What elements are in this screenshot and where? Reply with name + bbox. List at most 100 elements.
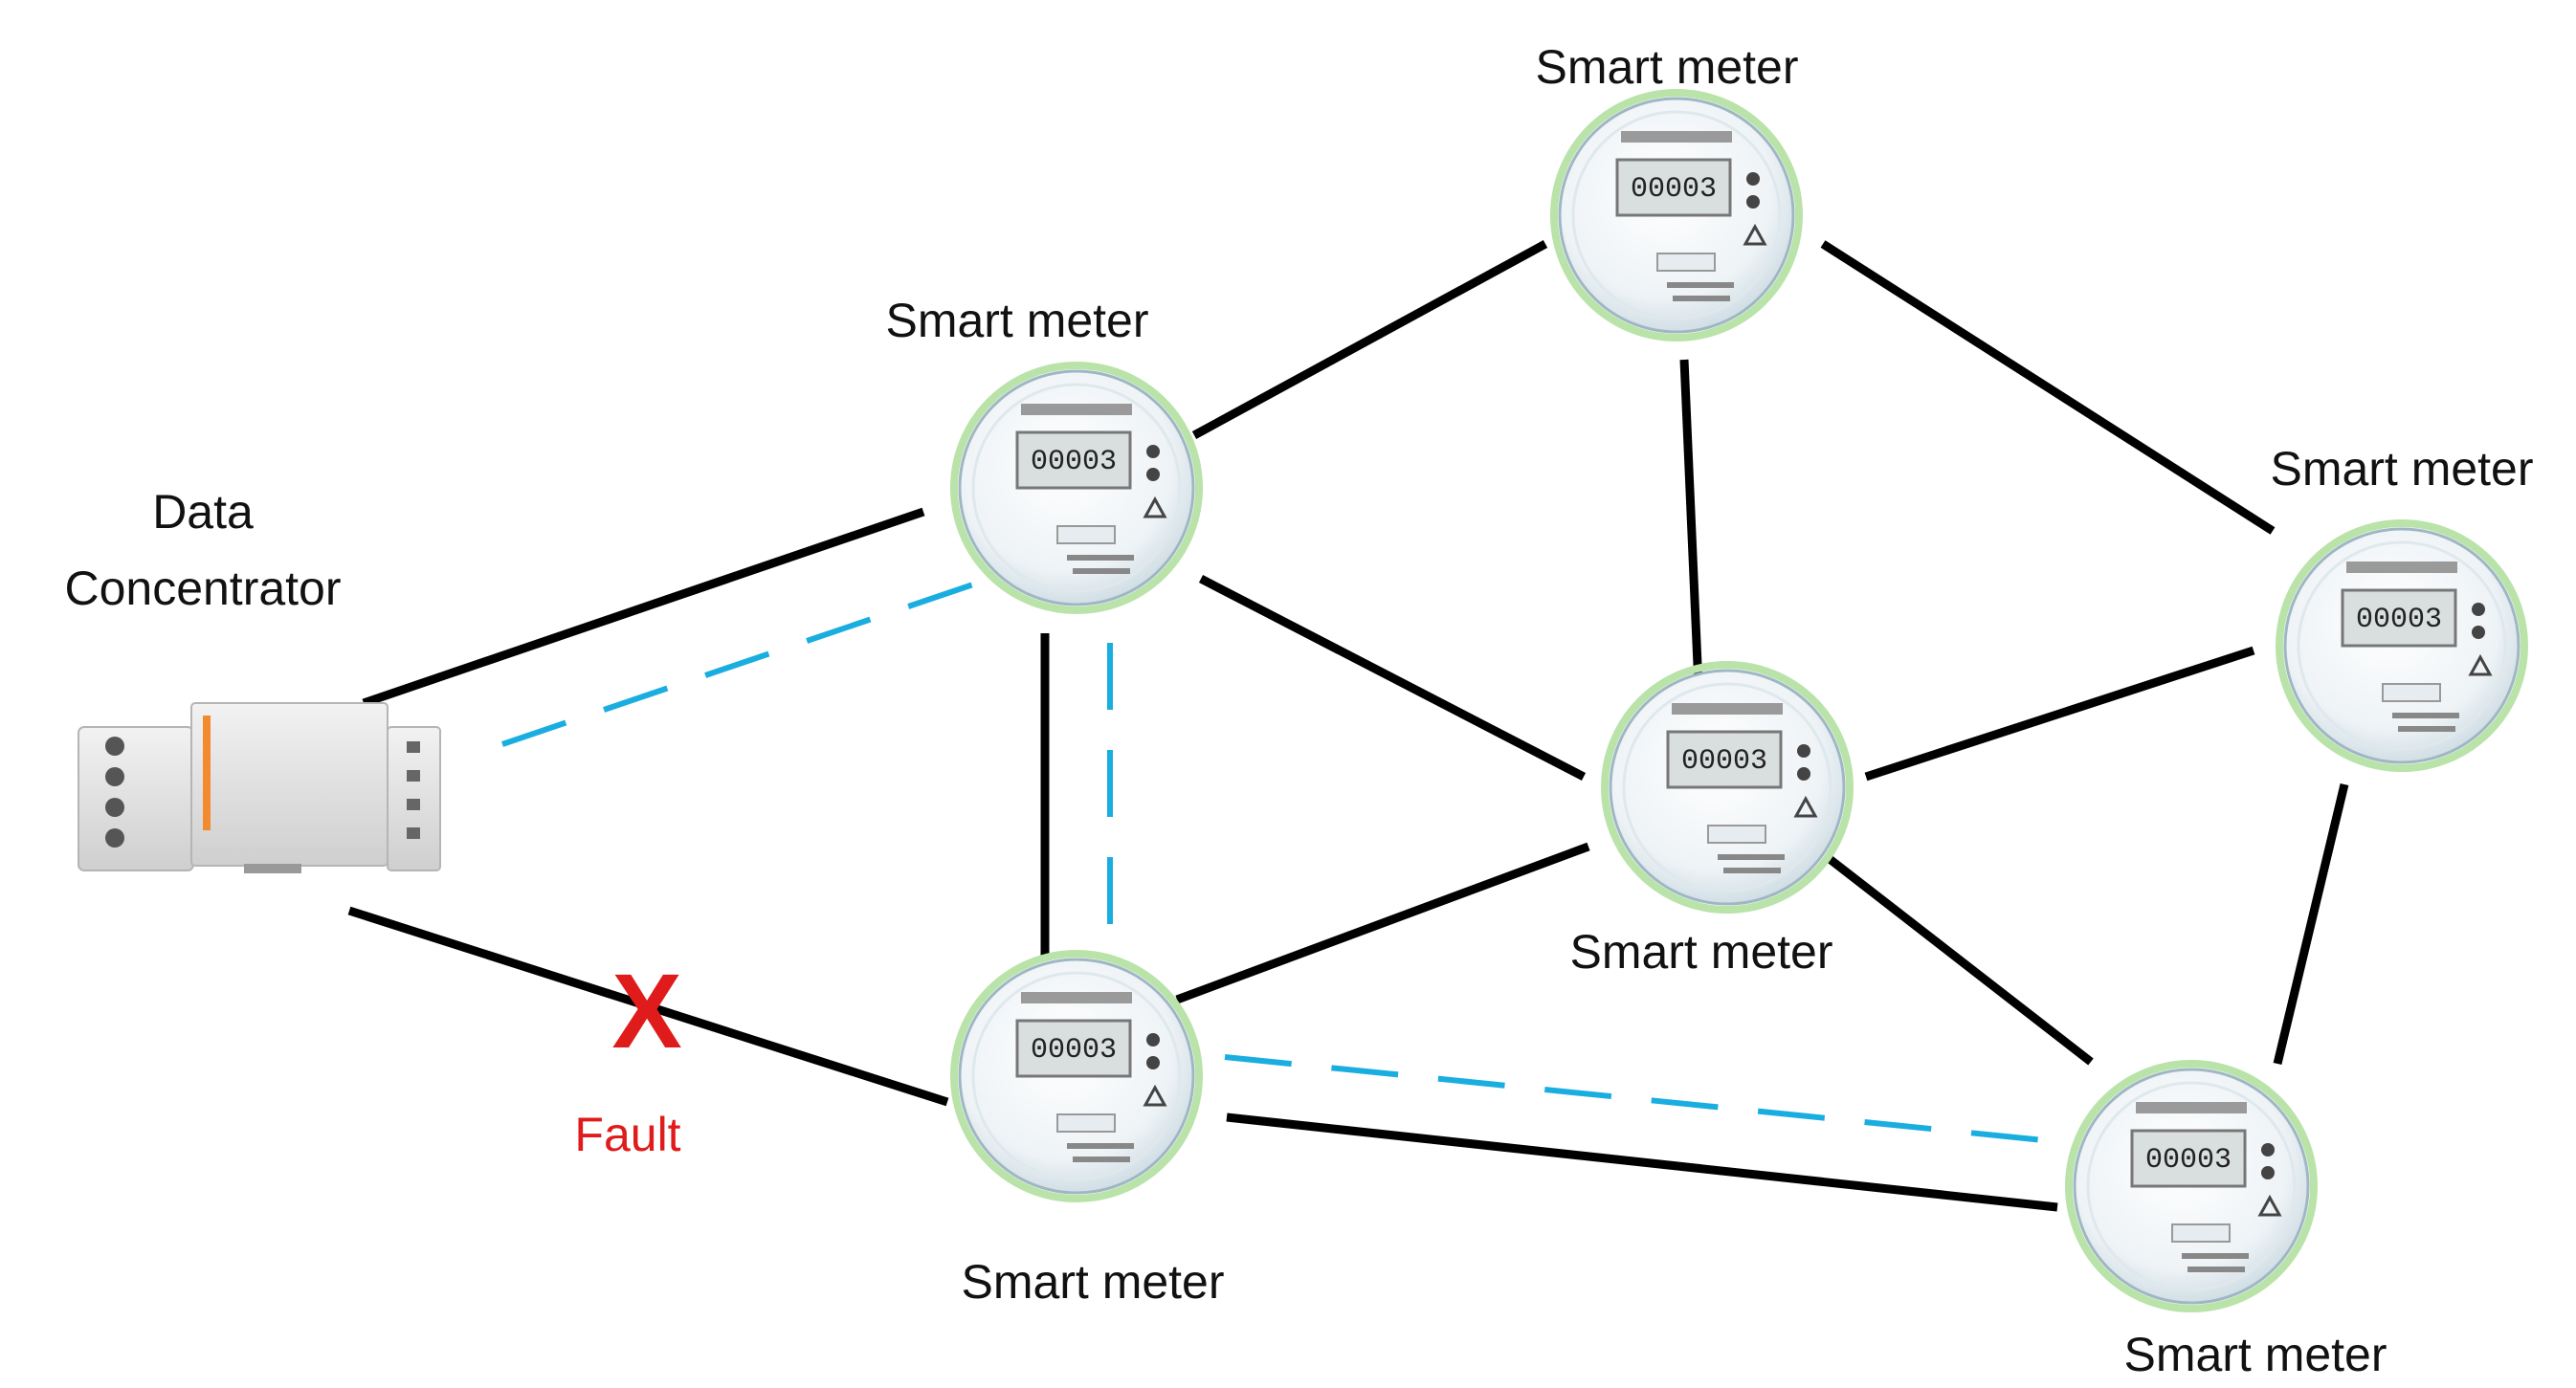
terminal-port bbox=[407, 827, 420, 839]
meter-brand-text bbox=[1723, 868, 1781, 873]
meter-reading: 00003 bbox=[2356, 604, 2442, 636]
meter-lcd bbox=[2130, 1129, 2247, 1188]
meter-inner-ring bbox=[1622, 682, 1832, 892]
meter-barcode bbox=[1021, 992, 1132, 1003]
meter-barcode bbox=[1621, 131, 1732, 143]
meter-button-icon bbox=[2472, 626, 2485, 639]
meter-serial-text bbox=[1067, 1143, 1134, 1149]
meter-brand-text bbox=[2187, 1267, 2245, 1272]
smart-meter: 00003 bbox=[2276, 519, 2528, 772]
meter-brand-text bbox=[1073, 1157, 1130, 1162]
meter-glow-ring bbox=[2065, 1060, 2318, 1312]
concentrator-din-rail bbox=[244, 864, 301, 873]
meter-reading: 00003 bbox=[1631, 173, 1717, 206]
meter-inner-ring bbox=[971, 971, 1182, 1181]
terminal-screw bbox=[105, 767, 124, 786]
solid-link-m4-m5 bbox=[1175, 842, 1590, 1004]
solid-link-m5-m6 bbox=[1226, 1113, 2058, 1212]
dashed-link-m5-m6 bbox=[1224, 1054, 2073, 1146]
meter-inner-ring bbox=[1571, 110, 1782, 320]
meter-warning-icon bbox=[1143, 496, 1167, 518]
dashed-link-dc-m1 bbox=[501, 581, 977, 747]
meter-nameplate bbox=[2382, 683, 2441, 702]
solid-link-m3-m6 bbox=[2273, 782, 2349, 1066]
meter-nameplate bbox=[1056, 525, 1116, 544]
meter-nameplate bbox=[2171, 1223, 2231, 1243]
meter-button-icon bbox=[1797, 767, 1810, 781]
solid-links bbox=[347, 240, 2349, 1212]
meter-inner-ring bbox=[2297, 540, 2507, 751]
dashed-links bbox=[501, 581, 2073, 1146]
solid-link-m2-m3 bbox=[1820, 240, 2276, 535]
meter-nameplate bbox=[1656, 253, 1716, 272]
meter-button-icon bbox=[2261, 1166, 2275, 1179]
meter-nameplate bbox=[1707, 825, 1766, 844]
meter-reading: 00003 bbox=[1031, 1034, 1117, 1067]
meter-label: Smart meter bbox=[2123, 1328, 2387, 1381]
meter-reading: 00003 bbox=[1681, 745, 1767, 778]
meter-reading: 00003 bbox=[1031, 446, 1117, 478]
terminal-port bbox=[407, 799, 420, 810]
meter-barcode bbox=[1021, 404, 1132, 415]
meter-serial-text bbox=[2392, 713, 2459, 718]
meter-brand-text bbox=[1673, 296, 1730, 301]
fault-label: Fault bbox=[574, 1108, 680, 1161]
meter-button-icon bbox=[1797, 744, 1810, 758]
meter-button-icon bbox=[1146, 1033, 1160, 1047]
concentrator-label-line1: Data bbox=[152, 485, 254, 539]
concentrator-main-body bbox=[190, 702, 389, 867]
meter-warning-icon bbox=[1143, 1084, 1167, 1107]
meter-serial-text bbox=[1667, 282, 1734, 288]
meter-brand-text bbox=[2398, 726, 2455, 732]
meter-barcode bbox=[2136, 1102, 2247, 1113]
meter-lcd bbox=[1015, 430, 1132, 490]
meter-inner-ring bbox=[971, 383, 1182, 593]
meter-label: Smart meter bbox=[1569, 925, 1832, 979]
solid-link-dc-m5 bbox=[347, 906, 949, 1107]
meter-glow-ring bbox=[950, 362, 1203, 614]
meter-warning-icon bbox=[2468, 653, 2493, 676]
meter-nameplate bbox=[1056, 1113, 1116, 1133]
meter-button-icon bbox=[1746, 172, 1760, 186]
meter-lcd bbox=[1615, 158, 1732, 217]
meter-button-icon bbox=[1146, 445, 1160, 458]
smart-meter: 00003 bbox=[2065, 1060, 2318, 1312]
terminal-screw bbox=[105, 828, 124, 848]
solid-link-m4-m6 bbox=[1827, 855, 2094, 1066]
meter-lcd bbox=[1015, 1019, 1132, 1078]
terminal-port bbox=[407, 741, 420, 753]
solid-link-m1-m2 bbox=[1191, 240, 1548, 439]
terminal-port bbox=[407, 770, 420, 782]
meter-serial-text bbox=[1718, 854, 1785, 860]
solid-link-m3-m4 bbox=[1864, 646, 2255, 782]
fault-marker: X Fault bbox=[574, 953, 681, 1161]
meter-serial-text bbox=[1067, 555, 1134, 561]
meter-brand-text bbox=[1073, 568, 1130, 574]
meter-button-icon bbox=[2261, 1143, 2275, 1157]
meter-glow-ring bbox=[950, 950, 1203, 1202]
solid-link-m2-m4 bbox=[1679, 359, 1703, 688]
meter-button-icon bbox=[1146, 468, 1160, 481]
concentrator-label-line2: Concentrator bbox=[64, 562, 341, 615]
meter-lcd bbox=[2341, 588, 2457, 648]
meter-button-icon bbox=[1146, 1056, 1160, 1069]
meter-glow-ring bbox=[1550, 89, 1803, 341]
meter-barcode bbox=[2346, 562, 2457, 573]
meter-glow-ring bbox=[2276, 519, 2528, 772]
terminal-screw bbox=[105, 737, 124, 756]
meter-glow-ring bbox=[1601, 661, 1854, 914]
fault-x-icon: X bbox=[611, 953, 681, 1070]
meter-warning-icon bbox=[1793, 795, 1818, 818]
meter-serial-text bbox=[2182, 1253, 2249, 1259]
data-concentrator bbox=[78, 702, 441, 873]
terminal-screw bbox=[105, 798, 124, 817]
meter-label: Smart meter bbox=[885, 294, 1148, 347]
meter-warning-icon bbox=[1743, 223, 1767, 246]
meter-button-icon bbox=[1746, 195, 1760, 209]
meter-barcode bbox=[1672, 703, 1783, 715]
meter-label: Smart meter bbox=[2270, 442, 2533, 496]
meter-label: Smart meter bbox=[1535, 40, 1798, 94]
concentrator-left-module bbox=[78, 726, 194, 871]
